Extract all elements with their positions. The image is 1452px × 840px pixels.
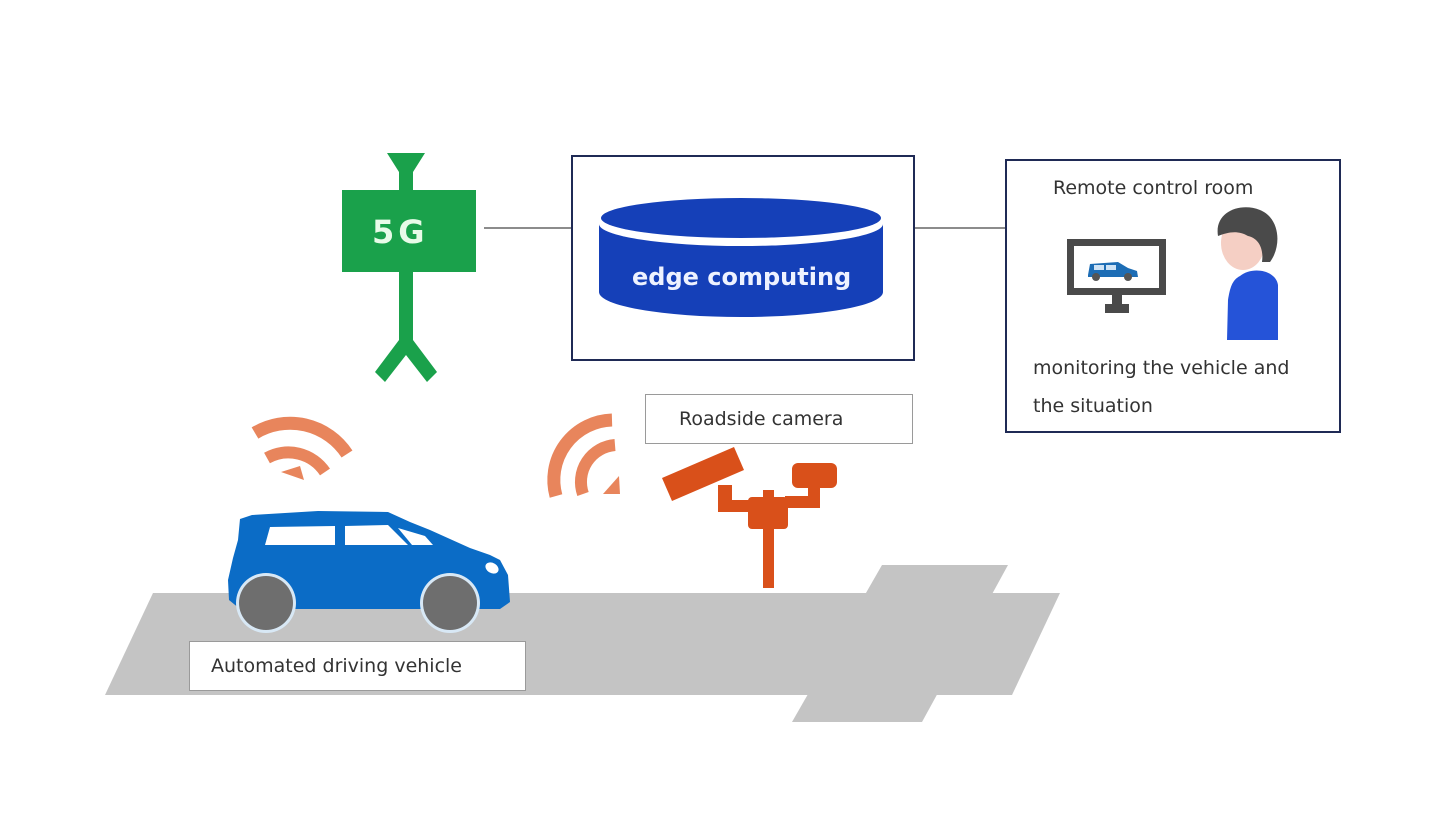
edge-computing-panel — [571, 155, 915, 361]
vehicle-label: Automated driving vehicle — [211, 655, 462, 677]
roadside-camera-label: Roadside camera — [679, 408, 844, 430]
antenna-label: 5G — [372, 213, 429, 251]
vehicle-label-box: Automated driving vehicle — [189, 641, 526, 691]
antenna-icon — [342, 153, 476, 382]
cctv-camera-icon — [662, 447, 837, 588]
remote-room-caption-line2: the situation — [1033, 395, 1153, 417]
person-icon — [1217, 207, 1278, 340]
wireless-signal-icon — [251, 416, 353, 480]
monitor-icon — [1067, 239, 1166, 313]
roadside-camera-label-box: Roadside camera — [645, 394, 913, 444]
remote-room-title: Remote control room — [1053, 177, 1254, 199]
remote-room-caption-line1: monitoring the vehicle and — [1033, 357, 1290, 379]
monitor-car-icon — [1088, 262, 1138, 281]
database-cylinder-icon — [599, 198, 883, 317]
road-cross — [792, 565, 1008, 722]
wireless-signal-icon — [547, 413, 620, 498]
edge-computing-label: edge computing — [632, 263, 852, 291]
car-icon — [228, 511, 510, 633]
remote-control-room-panel — [1005, 159, 1341, 433]
